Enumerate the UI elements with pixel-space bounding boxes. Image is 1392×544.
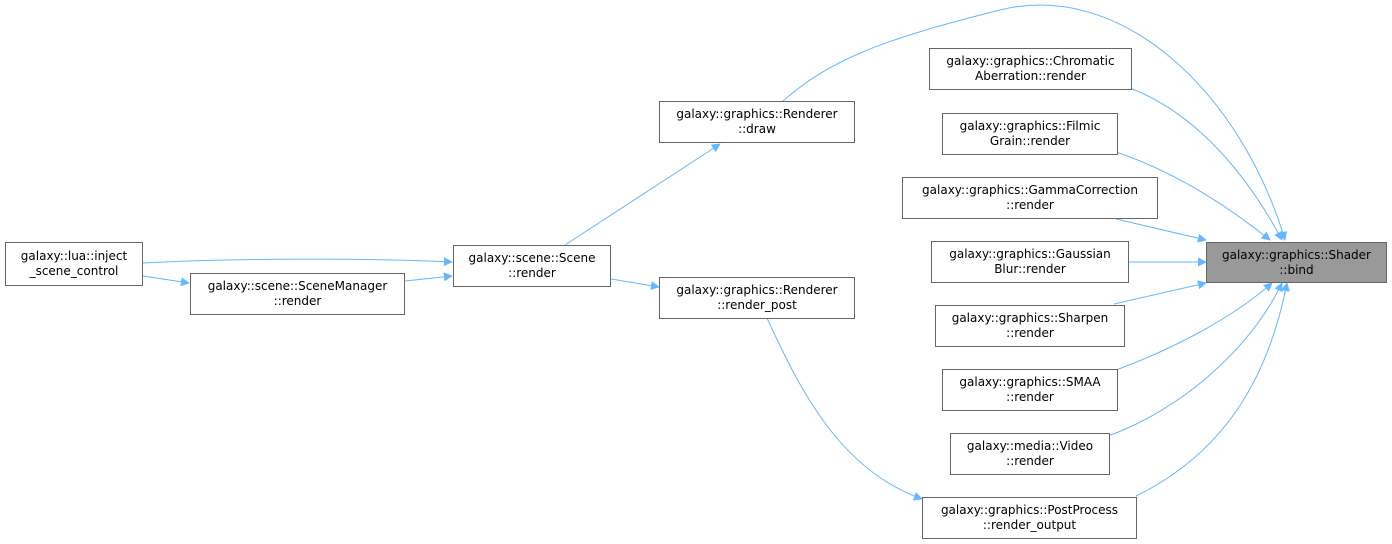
node-filmic-line1: galaxy::graphics::Filmic [959,119,1101,133]
edge-video-to-shader [1107,282,1283,437]
edge-gamma-to-shader [1115,218,1207,243]
node-scene-render[interactable]: galaxy::scene::Scene ::render [453,245,611,287]
node-video-line1: galaxy::media::Video [966,439,1094,453]
node-smaa-line1: galaxy::graphics::SMAA [959,375,1101,389]
node-sharpen-line1: galaxy::graphics::Sharpen [951,311,1109,325]
node-scenemanager-line1: galaxy::scene::SceneManager [207,279,388,293]
node-inject-scene-control[interactable]: galaxy::lua::inject _scene_control [5,242,143,286]
edge-sharpen-to-shader [1113,280,1207,305]
node-gamma-line1: galaxy::graphics::GammaCorrection [922,183,1138,197]
edge-renderpost-to-postprocess [766,317,923,501]
node-scenemanager-render[interactable]: galaxy::scene::SceneManager ::render [190,273,405,315]
edge-chromatic-to-shader [1129,87,1283,241]
node-inject-line1: galaxy::lua::inject [20,249,128,263]
edge-postprocess-to-shader [1135,282,1290,497]
edge-inject-to-scene [142,257,453,267]
node-smaa-line2: ::render [1006,390,1054,404]
edge-draw-to-shader [782,4,1287,241]
node-gamma-line2: ::render [1006,198,1054,212]
node-gaussian-line2: Blur::render [994,262,1066,276]
node-chromatic-aberration-render[interactable]: galaxy::graphics::Chromatic Aberration::… [929,48,1132,90]
node-postprocess-line1: galaxy::graphics::PostProcess [940,503,1119,517]
edge-smaa-to-shader [1115,282,1273,371]
node-smaa-render[interactable]: galaxy::graphics::SMAA ::render [942,369,1118,411]
node-chromatic-line2: Aberration::render [975,69,1086,83]
node-gaussian-line1: galaxy::graphics::Gaussian [949,247,1111,261]
node-sharpen-line2: ::render [1006,326,1054,340]
node-filmic-line2: Grain::render [989,134,1071,148]
node-shader-bind: galaxy::graphics::Shader ::bind [1206,242,1387,283]
node-video-render[interactable]: galaxy::media::Video ::render [950,433,1110,475]
node-inject-line2: _scene_control [29,264,119,278]
node-postprocess-render-output[interactable]: galaxy::graphics::PostProcess ::render_o… [922,497,1137,539]
node-sharpen-render[interactable]: galaxy::graphics::Sharpen ::render [935,305,1125,347]
edge-scene-to-renderpost [610,278,660,291]
node-video-line2: ::render [1006,454,1054,468]
node-postprocess-line2: ::render_output [982,518,1077,532]
node-draw-line2: ::draw [738,122,776,136]
node-renderpost-line2: ::render_post [717,298,797,312]
node-renderer-draw[interactable]: galaxy::graphics::Renderer ::draw [659,101,855,143]
node-gaussian-blur-render[interactable]: galaxy::graphics::Gaussian Blur::render [931,241,1129,283]
edge-scene-to-draw [564,143,721,246]
node-filmic-grain-render[interactable]: galaxy::graphics::Filmic Grain::render [942,113,1118,155]
node-gamma-correction-render[interactable]: galaxy::graphics::GammaCorrection ::rend… [902,177,1158,219]
node-scenemanager-line2: ::render [273,294,322,308]
node-renderer-render-post[interactable]: galaxy::graphics::Renderer ::render_post [659,277,855,319]
edge-inject-to-scenemanager [142,275,190,287]
node-renderpost-line1: galaxy::graphics::Renderer [676,283,838,297]
node-draw-line1: galaxy::graphics::Renderer [676,107,838,121]
node-scene-line2: ::render [508,266,556,280]
edge-filmic-to-shader [1115,151,1271,241]
node-scene-line1: galaxy::scene::Scene [468,251,596,265]
node-shader-line1: galaxy::graphics::Shader [1222,247,1371,262]
node-shader-line2: ::bind [1279,262,1314,277]
edge-scenemanager-to-scene [404,272,453,282]
node-chromatic-line1: galaxy::graphics::Chromatic [946,54,1115,68]
